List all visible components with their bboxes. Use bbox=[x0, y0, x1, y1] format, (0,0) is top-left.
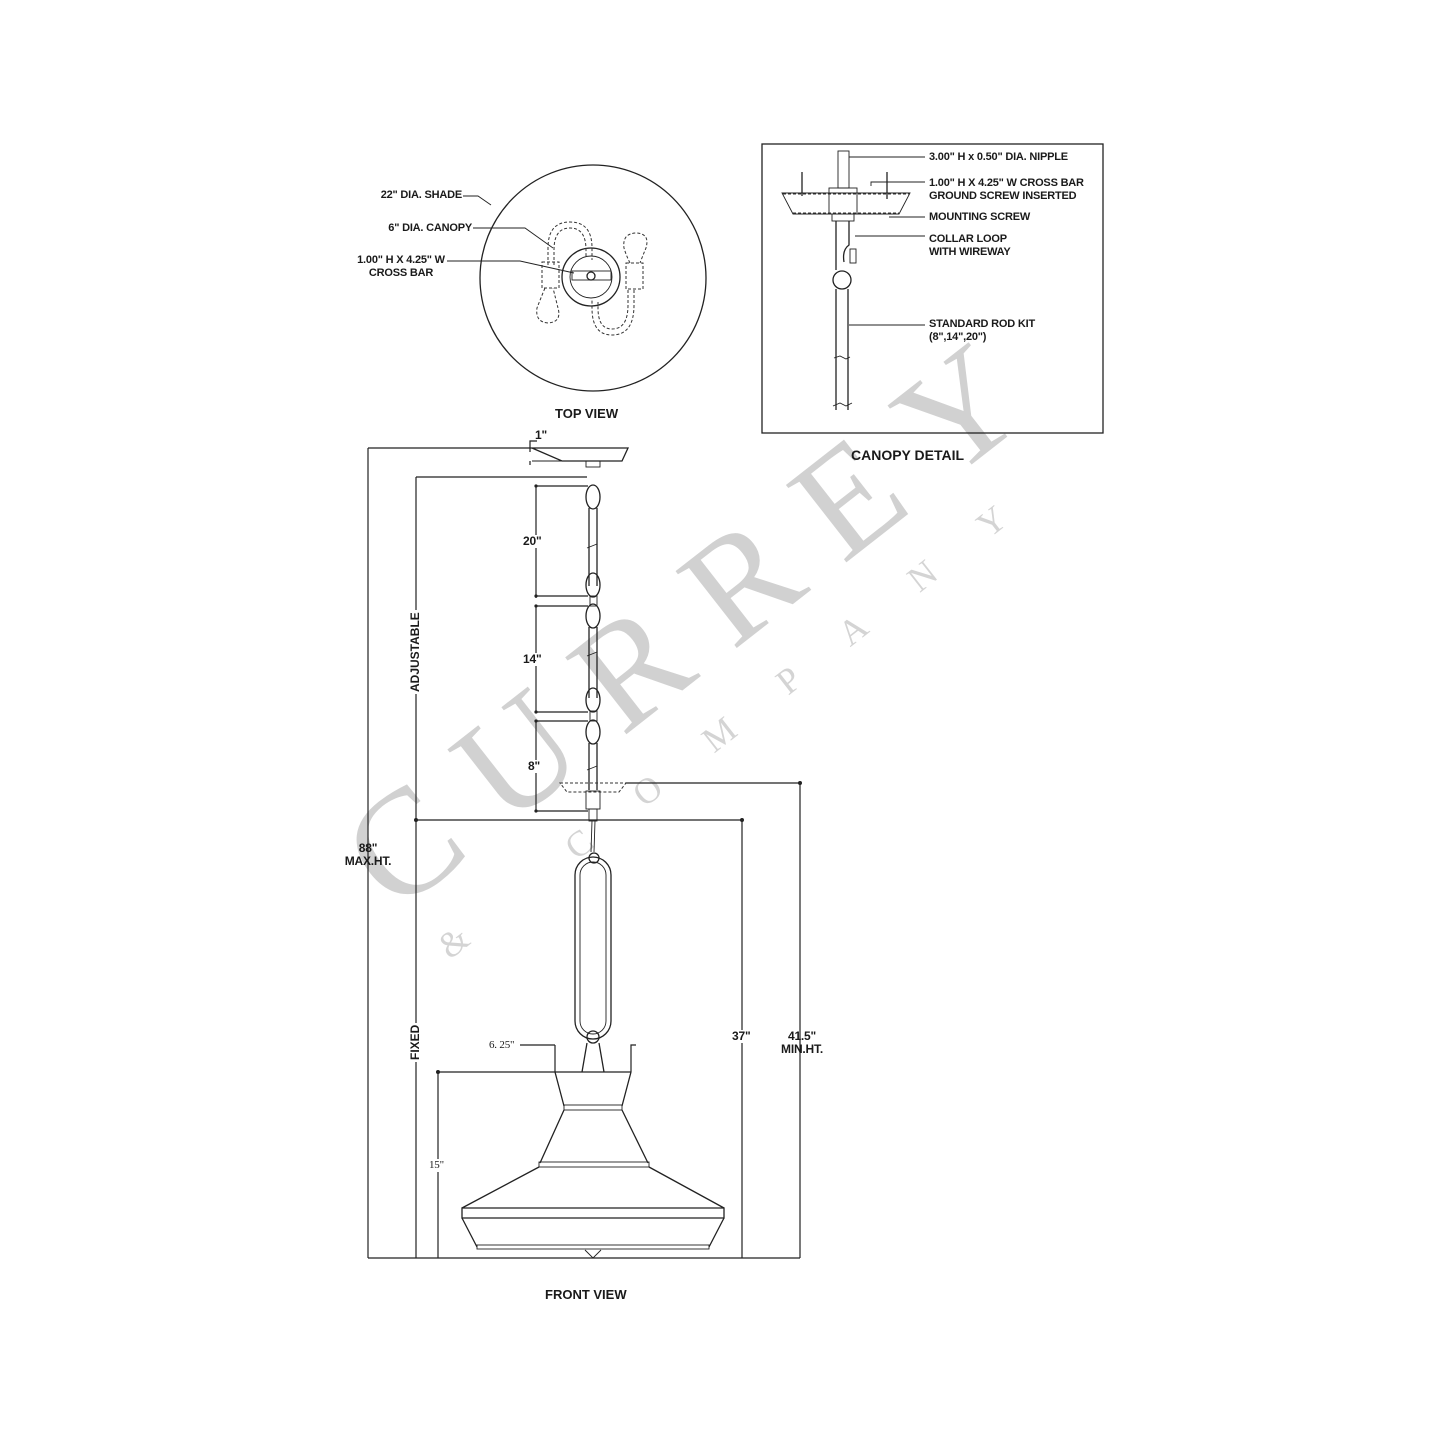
callout-canopy-diameter: 6" DIA. CANOPY bbox=[388, 222, 472, 234]
canopy-detail-title: CANOPY DETAIL bbox=[851, 447, 965, 463]
dim-canopy-height: 1" bbox=[535, 428, 547, 442]
callout-shade-diameter: 22" DIA. SHADE bbox=[380, 189, 462, 201]
callout-crossbar-size: 1.00" H X 4.25" W bbox=[357, 254, 445, 266]
callout-crossbar-label: CROSS BAR bbox=[368, 267, 434, 279]
canopy-detail-drawing bbox=[761, 143, 1104, 434]
dim-min-height-value: 41.5" bbox=[787, 1029, 817, 1043]
dim-max-height-label: MAX.HT. bbox=[344, 854, 392, 868]
dim-rod-8: 8" bbox=[528, 759, 540, 773]
callout-rod-kit-sizes: (8",14",20") bbox=[929, 331, 987, 343]
callout-nipple: 3.00" H x 0.50" DIA. NIPPLE bbox=[929, 151, 1068, 163]
dim-max-height-value: 88" bbox=[358, 841, 378, 855]
callout-rod-kit: STANDARD ROD KIT bbox=[929, 318, 1035, 330]
watermark: CURREY & COMPANY bbox=[313, 288, 1084, 966]
dim-shade-height: 15" bbox=[429, 1159, 444, 1172]
rod-chain bbox=[558, 484, 628, 1044]
dim-rod-14: 14" bbox=[523, 652, 542, 666]
callout-ground-screw: GROUND SCREW INSERTED bbox=[929, 190, 1077, 202]
dim-rod-20: 20" bbox=[523, 534, 542, 548]
dim-fixed-height: 37" bbox=[732, 1029, 751, 1043]
dim-top-width: 6. 25" bbox=[489, 1039, 515, 1051]
shade bbox=[461, 1042, 725, 1259]
dim-adjustable-label: ADJUSTABLE bbox=[408, 610, 422, 694]
callout-cross-bar: 1.00" H X 4.25" W CROSS BAR bbox=[929, 177, 1084, 189]
top-view-drawing bbox=[447, 164, 707, 392]
callout-collar-wireway: WITH WIREWAY bbox=[929, 246, 1011, 258]
top-view-title: TOP VIEW bbox=[555, 406, 619, 421]
callout-mounting-screw: MOUNTING SCREW bbox=[929, 211, 1031, 223]
front-view-title: FRONT VIEW bbox=[545, 1287, 627, 1302]
dim-min-height-label: MIN.HT. bbox=[781, 1042, 823, 1056]
callout-collar-loop: COLLAR LOOP bbox=[929, 233, 1007, 245]
svg-text:CURREY: CURREY bbox=[313, 288, 1084, 941]
dim-fixed-label: FIXED bbox=[408, 1022, 422, 1062]
